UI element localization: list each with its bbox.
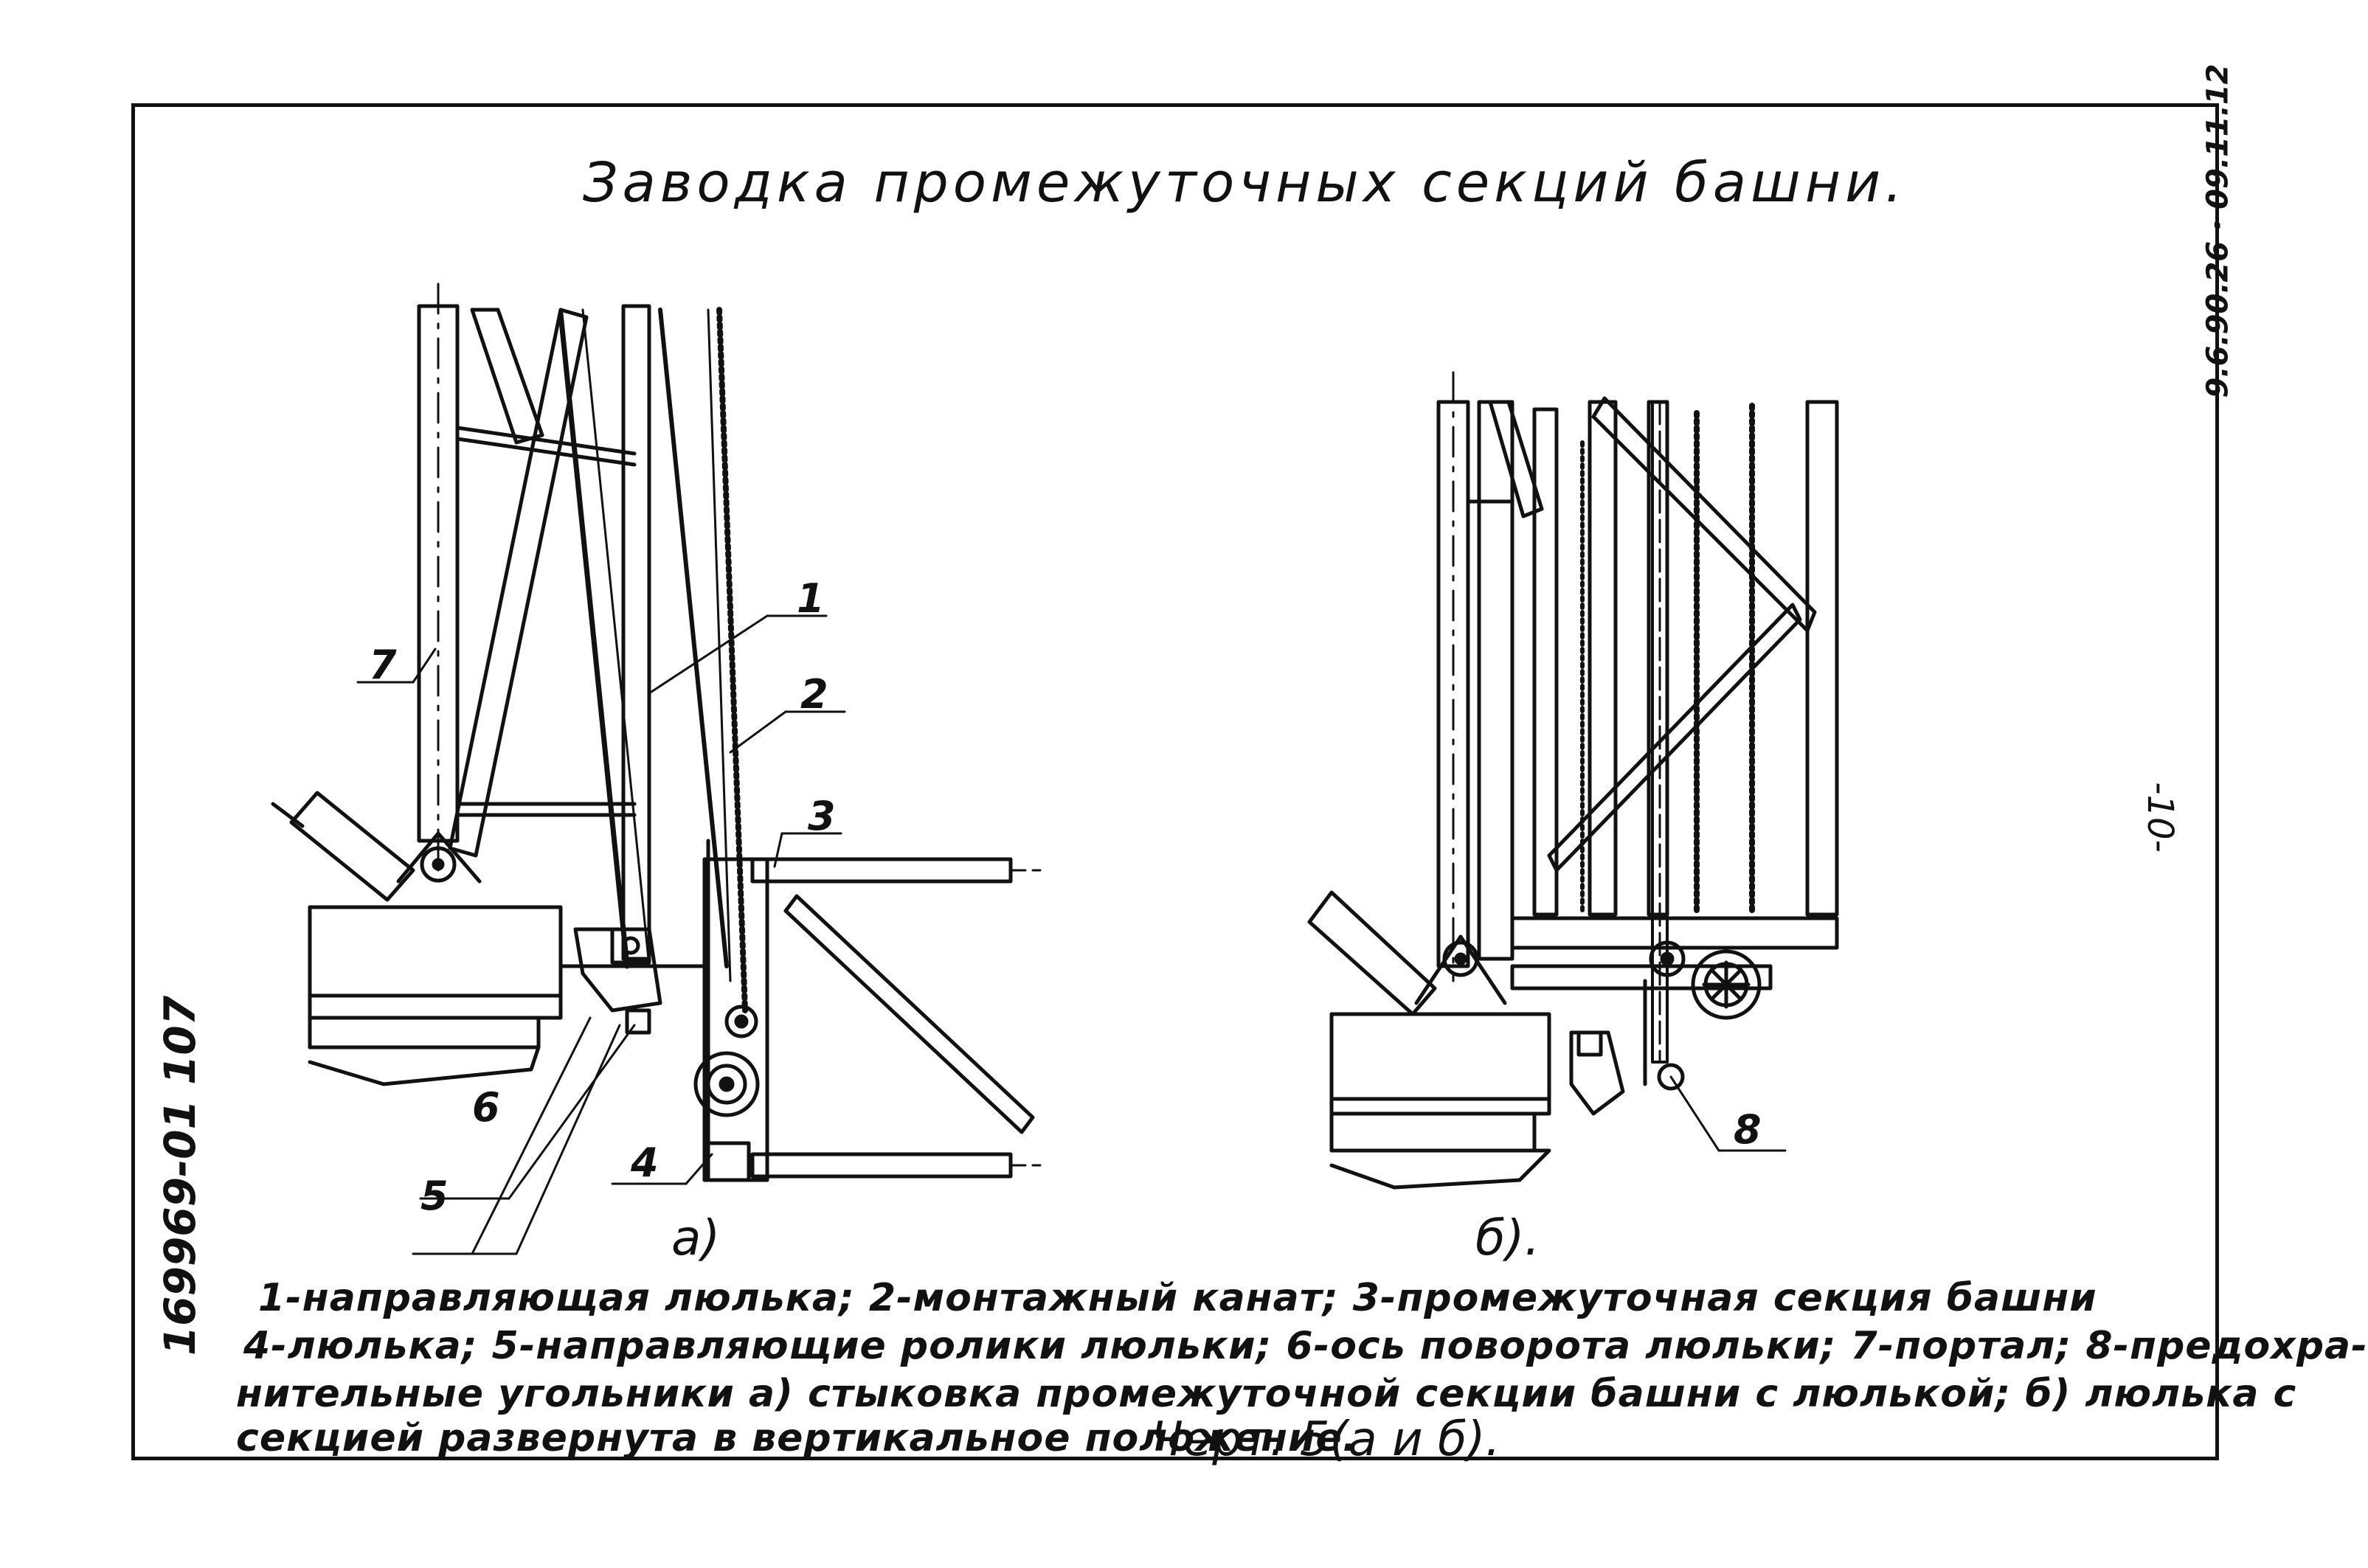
- legend-line-3: нительные угольники а) стыковка промежут…: [236, 1372, 2297, 1416]
- portal-column-b: [1436, 400, 1470, 968]
- base-girder: [308, 905, 563, 998]
- portal-brace-top: [470, 308, 544, 445]
- callout-5: 5: [420, 1173, 449, 1219]
- portal-column: [417, 304, 460, 843]
- view-a-drawing: [271, 282, 1042, 1182]
- legend-line-4: секцией развернута в вертикальное положе…: [236, 1416, 1358, 1460]
- callout-2: 2: [800, 671, 828, 718]
- section-diagonal-b2: [1547, 603, 1802, 873]
- section-column-4: [1805, 400, 1839, 917]
- base-girder-b: [1329, 1012, 1551, 1101]
- inclined-boom-b: [1307, 890, 1437, 1016]
- guide-roller-large: [693, 1051, 760, 1117]
- mounting-rope: [716, 307, 748, 1013]
- callout-7: 7: [369, 642, 397, 688]
- tower-section-top-arm: [750, 857, 1013, 884]
- section-column-1: [1532, 407, 1559, 917]
- section-diagonal: [783, 894, 1035, 1134]
- guide-cradle-1: [558, 311, 630, 969]
- roller-wheel-b: [1691, 949, 1762, 1020]
- callout-8: 8: [1734, 1106, 1762, 1153]
- legend-line-1: 1-направляющая люлька; 2-монтажный канат…: [258, 1276, 2097, 1320]
- view-b-drawing: [1307, 371, 1839, 1190]
- cradle-guide-b: [1651, 400, 1669, 1064]
- section-column-2: [1588, 400, 1618, 917]
- drawing-title: Заводка промежуточных секций башни.: [583, 151, 1907, 215]
- guide-cradle-main: [621, 304, 651, 961]
- inclined-boom: [289, 791, 415, 902]
- callout-4: 4: [631, 1139, 659, 1186]
- diagonal-strut: [448, 308, 589, 858]
- drawing-frame: [131, 103, 2219, 1460]
- section-diagonal-b1: [1591, 396, 1817, 633]
- legend-line-2: 4-люлька; 5-направляющие ролики люльки; …: [243, 1324, 2368, 1368]
- callout-1: 1: [797, 575, 825, 622]
- pivot-axle: [420, 846, 457, 883]
- section-frame-b: [1510, 916, 1839, 950]
- view-b-label: б).: [1475, 1210, 1540, 1266]
- cradle-body: [702, 857, 769, 1182]
- callout-6: 6: [472, 1084, 500, 1131]
- guide-roller-small: [724, 1005, 758, 1038]
- callout-3: 3: [808, 793, 836, 839]
- tower-section-bottom-arm: [750, 1152, 1013, 1179]
- figure-reference: Черт. 5(а и б).: [1151, 1412, 1500, 1467]
- view-a-label: а): [671, 1210, 721, 1266]
